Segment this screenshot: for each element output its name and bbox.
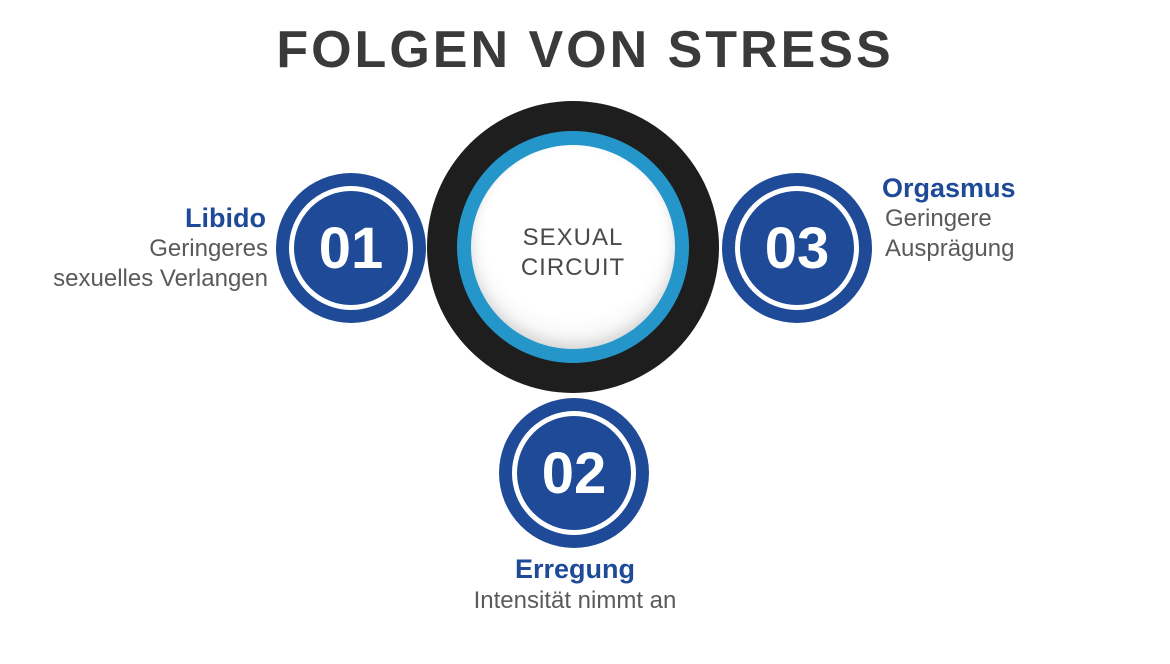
orgasmus-description: Geringere Ausprägung bbox=[885, 204, 1014, 264]
erregung-description: Intensität nimmt an bbox=[0, 586, 1150, 616]
center-label: SEXUAL CIRCUIT bbox=[471, 223, 675, 283]
orgasmus-heading: Orgasmus bbox=[882, 173, 1016, 203]
page-title: FOLGEN VON STRESS bbox=[276, 21, 894, 79]
center-circle bbox=[471, 145, 675, 349]
node-02-circle: 02 bbox=[499, 398, 649, 548]
node-01-number: 01 bbox=[289, 186, 413, 310]
erregung-heading: Erregung bbox=[514, 554, 635, 584]
node-01-circle: 01 bbox=[276, 173, 426, 323]
orgasmus-desc-line1: Geringere bbox=[885, 205, 992, 232]
libido-description: Geringeres sexuelles Verlangen bbox=[53, 234, 268, 294]
erregung-desc-line1: Intensität nimmt an bbox=[473, 587, 677, 614]
center-label-line2: CIRCUIT bbox=[520, 254, 626, 281]
center-label-line1: SEXUAL bbox=[522, 224, 624, 251]
libido-heading: Libido bbox=[185, 203, 266, 233]
libido-desc-line1: Geringeres bbox=[149, 235, 268, 262]
libido-desc-line2: sexuelles Verlangen bbox=[53, 265, 268, 292]
node-02-number: 02 bbox=[512, 411, 636, 535]
orgasmus-desc-line2: Ausprägung bbox=[885, 235, 1015, 262]
node-03-number: 03 bbox=[735, 186, 859, 310]
node-03-circle: 03 bbox=[722, 173, 872, 323]
